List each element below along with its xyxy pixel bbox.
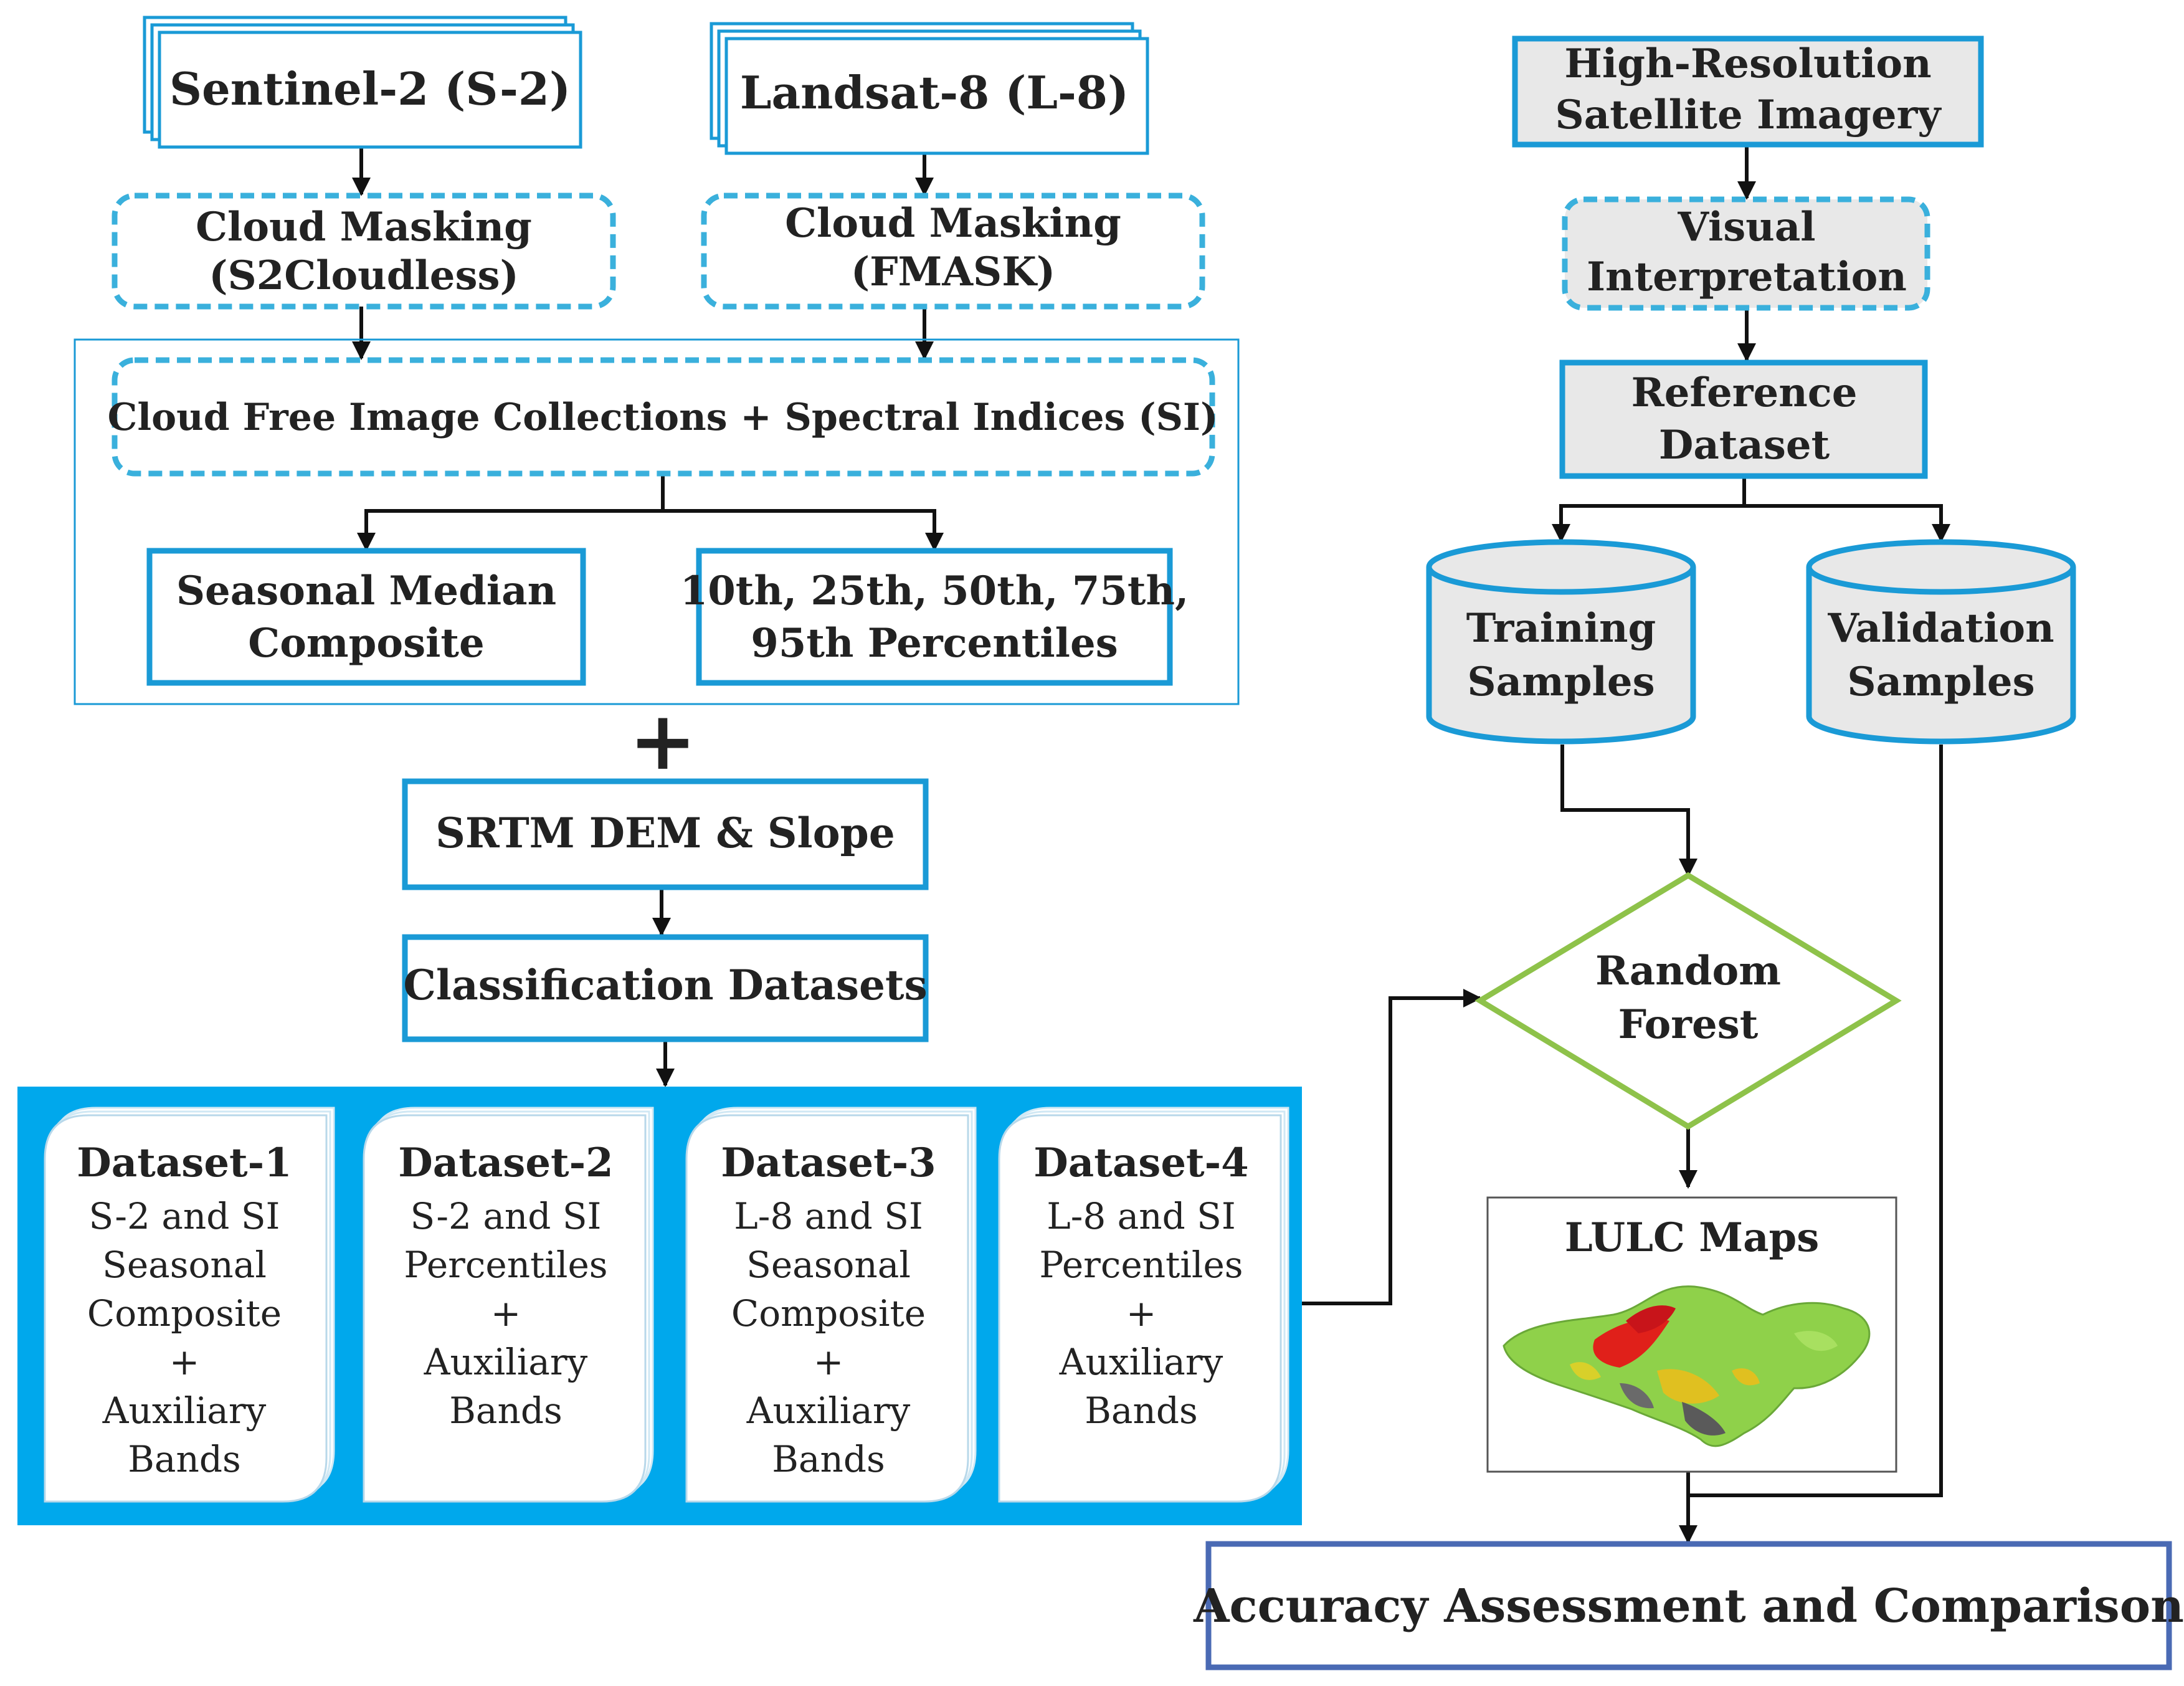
- training-node: Training Samples: [1426, 539, 1696, 745]
- reference-node: Reference Dataset: [1559, 360, 1928, 479]
- dataset-card-title: Dataset-1: [77, 1140, 292, 1186]
- classification-node: Classification Datasets: [402, 934, 929, 1042]
- validation-node: Validation Samples: [1806, 539, 2076, 745]
- dataset-card-title: Dataset-3: [721, 1140, 936, 1186]
- cloud-s2-line-2: (S2Cloudless): [209, 252, 519, 299]
- connectors: [352, 145, 1950, 1544]
- dataset-card-line: Auxiliary: [424, 1341, 588, 1383]
- training-line-1: Training: [1466, 605, 1656, 652]
- arrow-cloudfree-to-percentiles: [663, 509, 944, 551]
- accuracy-node: Accuracy Assessment and Comparison: [1193, 1541, 2184, 1670]
- sentinel-node: Sentinel-2 (S-2): [143, 16, 582, 149]
- random-forest-line-1: Random: [1595, 948, 1781, 994]
- arrow-reference-to-validation: [1744, 504, 1950, 543]
- dataset-card-line: Seasonal: [102, 1244, 267, 1286]
- dataset-card-line: Composite: [87, 1292, 282, 1335]
- dataset-card-4: Dataset-4L-8 and SI Percentiles + Auxiliary…: [998, 1107, 1289, 1503]
- sentinel-label: Sentinel-2 (S-2): [169, 62, 571, 115]
- dataset-card-line: Bands: [1085, 1389, 1197, 1432]
- dataset-card-title: Dataset-4: [1033, 1140, 1248, 1186]
- seasonal-line-1: Seasonal Median: [176, 568, 556, 614]
- composite-container: [74, 338, 1240, 705]
- dataset-card-line: Composite: [731, 1292, 926, 1335]
- classification-label: Classification Datasets: [403, 961, 927, 1009]
- arrow-training-to-forest: [1560, 745, 1697, 877]
- dataset-card-line: L-8 and SI: [1047, 1195, 1236, 1237]
- cloudfree-label: Cloud Free Image Collections + Spectral …: [108, 396, 1218, 439]
- lulc-label: LULC Maps: [1565, 1214, 1820, 1261]
- dataset-card-line: L-8 and SI: [734, 1195, 923, 1237]
- dataset-card-line: Auxiliary: [746, 1389, 911, 1432]
- visual-node: Visual Interpretation: [1562, 196, 1930, 311]
- validation-line-2: Samples: [1847, 659, 2034, 705]
- srtm-node: SRTM DEM & Slope: [402, 778, 929, 890]
- dataset-card-line: Auxiliary: [1059, 1341, 1223, 1383]
- landsat-label: Landsat-8 (L-8): [740, 66, 1129, 119]
- percentiles-line-2: 95th Percentiles: [751, 620, 1118, 667]
- dataset-card-line: Bands: [128, 1438, 240, 1480]
- dataset-card-line: +: [169, 1341, 200, 1383]
- line-validation-to-accuracy: [1688, 745, 1943, 1497]
- reference-line-2: Dataset: [1659, 422, 1830, 469]
- seasonal-line-2: Composite: [248, 620, 484, 667]
- dataset-card-line: Seasonal: [746, 1244, 911, 1286]
- plus-sign: +: [629, 693, 697, 788]
- cloud-s2-line-1: Cloud Masking: [196, 204, 532, 250]
- seasonal-node: Seasonal Median Composite: [146, 548, 586, 686]
- dataset-card-line: +: [814, 1341, 844, 1383]
- highres-line-1: High-Resolution: [1564, 40, 1931, 87]
- dataset-card-line: Percentiles: [404, 1244, 607, 1286]
- cloud-l8-line-2: (FMASK): [851, 249, 1055, 295]
- lulc-node: LULC Maps: [1486, 1196, 1897, 1473]
- visual-line-2: Interpretation: [1587, 254, 1907, 300]
- lulc-map-thumbnail: [1503, 1285, 1871, 1447]
- dataset-card-line: Bands: [449, 1389, 562, 1432]
- dataset-card-line: Bands: [772, 1438, 885, 1480]
- percentiles-node: 10th, 25th, 50th, 75th, 95th Percentiles: [680, 548, 1189, 686]
- dataset-card-line: Auxiliary: [102, 1389, 267, 1432]
- arrow-cloudfree-to-seasonal: [357, 474, 665, 551]
- dataset-card-line: S-2 and SI: [411, 1195, 602, 1237]
- cloud-l8-line-1: Cloud Masking: [785, 200, 1121, 247]
- random-forest-node: Random Forest: [1474, 872, 1902, 1130]
- cloud-l8-node: Cloud Masking (FMASK): [701, 193, 1205, 310]
- dataset-card-line: S-2 and SI: [89, 1195, 280, 1237]
- reference-line-1: Reference: [1631, 369, 1858, 416]
- dataset-card-title: Dataset-2: [398, 1140, 613, 1186]
- visual-line-1: Visual: [1677, 204, 1815, 250]
- cloudfree-node: Cloud Free Image Collections + Spectral …: [108, 357, 1218, 477]
- dataset-card-2: Dataset-2S-2 and SI Percentiles + Auxiliary…: [363, 1107, 654, 1503]
- validation-line-1: Validation: [1827, 605, 2054, 652]
- srtm-label: SRTM DEM & Slope: [435, 809, 895, 857]
- accuracy-label: Accuracy Assessment and Comparison: [1193, 1579, 2184, 1633]
- arrow-reference-to-training: [1552, 477, 1746, 543]
- dataset-card-line: +: [491, 1292, 521, 1335]
- cloud-s2-node: Cloud Masking (S2Cloudless): [112, 193, 616, 310]
- arrow-datasets-to-forest: [1301, 989, 1482, 1305]
- dataset-card-line: Percentiles: [1039, 1244, 1243, 1286]
- highres-node: High-Resolution Satellite Imagery: [1512, 36, 1984, 148]
- highres-line-2: Satellite Imagery: [1555, 92, 1942, 138]
- dataset-card-line: +: [1126, 1292, 1157, 1335]
- landsat-node: Landsat-8 (L-8): [710, 22, 1149, 155]
- training-line-2: Samples: [1467, 659, 1655, 705]
- random-forest-line-2: Forest: [1618, 1001, 1759, 1048]
- percentiles-line-1: 10th, 25th, 50th, 75th,: [680, 568, 1189, 614]
